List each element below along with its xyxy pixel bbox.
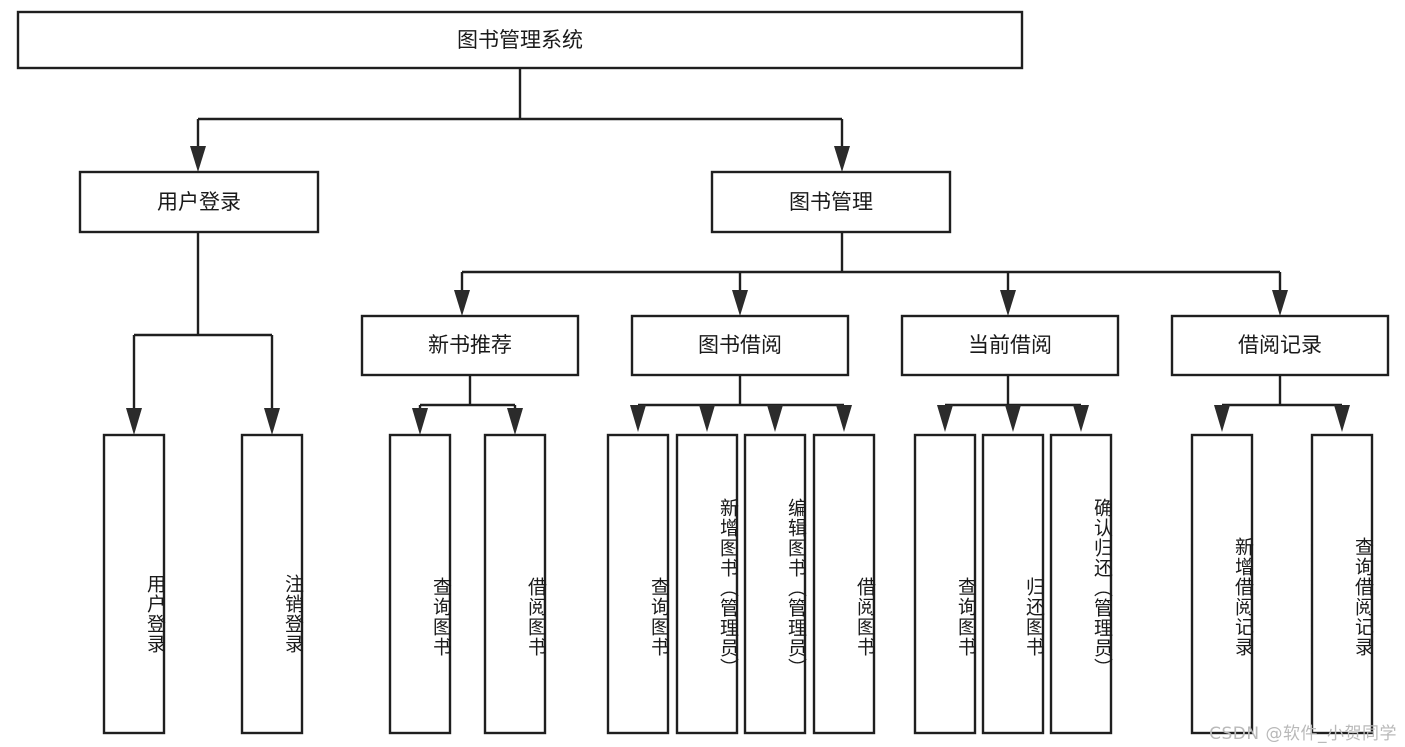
arrowhead-leaf-edit-book-admin xyxy=(767,405,783,432)
node-leaf-return-book-box[interactable] xyxy=(981,433,1045,735)
arrowhead-leaf-query-borrow-record xyxy=(1334,405,1350,432)
node-user-login[interactable]: 用户登录 xyxy=(78,170,320,234)
node-root-label: 图书管理系统 xyxy=(457,28,583,52)
node-current-borrow-box[interactable] xyxy=(900,314,1120,377)
connector-group-root xyxy=(190,68,850,172)
arrowhead-leaf-return-book xyxy=(1005,405,1021,432)
arrowhead-leaf-add-borrow-record xyxy=(1214,405,1230,432)
connector-group-book-borrow xyxy=(630,375,852,432)
node-leaf-edit-book-admin-box[interactable] xyxy=(743,433,807,735)
arrowhead-book-borrow xyxy=(732,290,748,316)
node-leaf-query-book-rec-box[interactable] xyxy=(388,433,452,735)
arrowhead-new-book-recommend xyxy=(454,290,470,316)
csdn-watermark: CSDN @软件_小贺同学 xyxy=(1209,724,1397,744)
arrowhead-leaf-borrow-book-rec xyxy=(507,408,523,435)
node-new-book-recommend-label: 新书推荐 xyxy=(428,333,512,357)
node-leaf-query-book-cur-box[interactable] xyxy=(913,433,977,735)
node-borrow-record[interactable]: 借阅记录 xyxy=(1170,314,1390,377)
arrowhead-leaf-query-book-cur xyxy=(937,405,953,432)
connector-group-borrow-record xyxy=(1214,375,1350,432)
node-user-login-box[interactable] xyxy=(78,170,320,234)
node-current-borrow[interactable]: 当前借阅 xyxy=(900,314,1120,377)
node-new-book-recommend-box[interactable] xyxy=(360,314,580,377)
node-root-box[interactable] xyxy=(16,10,1024,70)
connector-group-current-borrow xyxy=(937,375,1089,432)
node-book-borrow[interactable]: 图书借阅 xyxy=(630,314,850,377)
arrowhead-user-login xyxy=(190,146,206,172)
arrowhead-current-borrow xyxy=(1000,290,1016,316)
arrowhead-leaf-query-book-borrow xyxy=(630,405,646,432)
node-book-borrow-box[interactable] xyxy=(630,314,850,377)
node-leaf-user-logout-box[interactable] xyxy=(240,433,304,735)
node-book-borrow-label: 图书借阅 xyxy=(698,333,782,357)
connector-group-book-manage xyxy=(454,232,1288,316)
node-book-manage-box[interactable] xyxy=(710,170,952,234)
node-book-manage-label: 图书管理 xyxy=(789,190,873,214)
node-leaf-borrow-book-box[interactable] xyxy=(812,433,876,735)
connector-group-user-login xyxy=(126,232,280,435)
connector-group-new-book-recommend xyxy=(412,375,523,435)
node-borrow-record-box[interactable] xyxy=(1170,314,1390,377)
arrowhead-leaf-user-logout xyxy=(264,408,280,435)
node-leaf-user-login-box[interactable] xyxy=(102,433,166,735)
arrowhead-book-manage xyxy=(834,146,850,172)
node-borrow-record-label: 借阅记录 xyxy=(1238,333,1322,357)
arrowhead-leaf-query-book-rec xyxy=(412,408,428,435)
node-book-manage[interactable]: 图书管理 xyxy=(710,170,952,234)
node-user-login-label: 用户登录 xyxy=(157,190,241,214)
node-leaf-borrow-book-rec-box[interactable] xyxy=(483,433,547,735)
arrowhead-leaf-confirm-return-admin xyxy=(1073,405,1089,432)
node-leaf-confirm-return-admin-box[interactable] xyxy=(1049,433,1113,735)
node-leaf-query-book-borrow-box[interactable] xyxy=(606,433,670,735)
node-new-book-recommend[interactable]: 新书推荐 xyxy=(360,314,580,377)
node-leaf-add-borrow-record-box[interactable] xyxy=(1190,433,1254,735)
arrowhead-leaf-add-book-admin xyxy=(699,405,715,432)
arrowhead-borrow-record xyxy=(1272,290,1288,316)
arrowhead-leaf-borrow-book xyxy=(836,405,852,432)
arrowhead-leaf-user-login xyxy=(126,408,142,435)
node-root[interactable]: 图书管理系统 xyxy=(16,10,1024,70)
node-current-borrow-label: 当前借阅 xyxy=(968,333,1052,357)
node-leaf-query-borrow-record-box[interactable] xyxy=(1310,433,1374,735)
node-leaf-add-book-admin-box[interactable] xyxy=(675,433,739,735)
